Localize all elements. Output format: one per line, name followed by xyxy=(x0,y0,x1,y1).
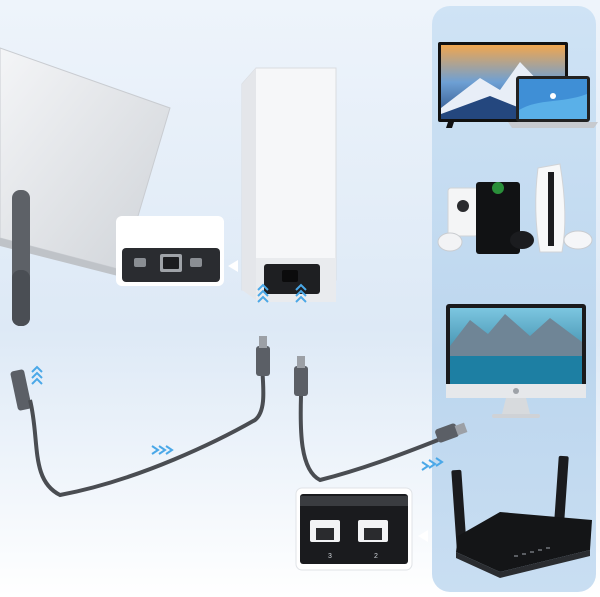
ethernet-switch-icon: 3 2 xyxy=(295,487,428,571)
ethernet-cable-router xyxy=(294,356,468,483)
game-consoles-icon xyxy=(437,163,593,254)
flow-arrows xyxy=(31,283,444,471)
desktop-monitor-icon xyxy=(446,304,586,418)
laptop-icon xyxy=(508,76,598,128)
ethernet-cable-dish xyxy=(10,336,270,498)
power-supply-icon xyxy=(241,67,337,302)
wifi-router-icon xyxy=(451,455,592,578)
port-label-b: 2 xyxy=(374,553,378,560)
port-label-a: 3 xyxy=(328,553,332,560)
power-socket-callout xyxy=(116,216,238,286)
